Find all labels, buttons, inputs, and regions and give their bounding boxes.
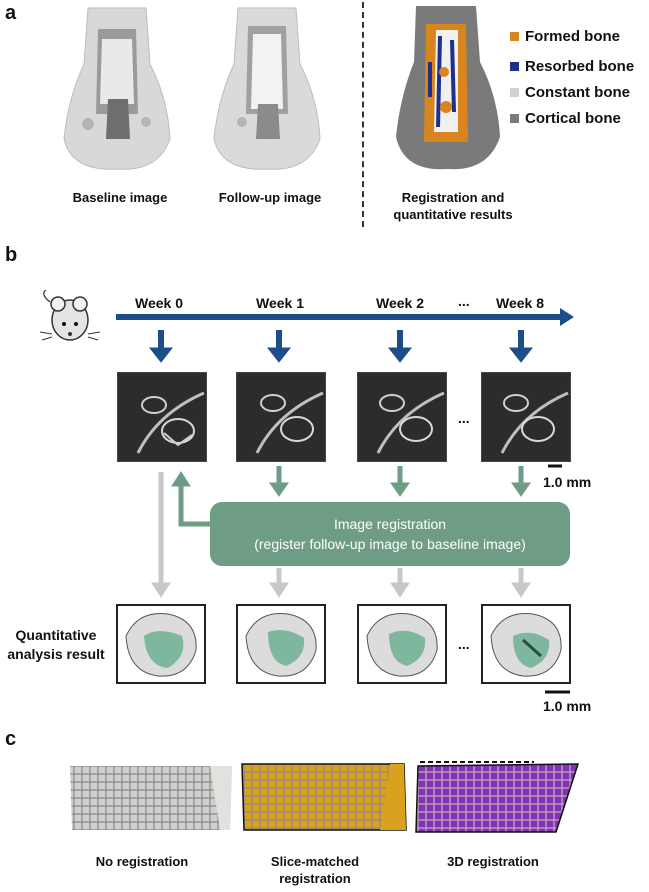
3d-registration-caption: 3D registration	[447, 854, 539, 869]
slice-matched-caption-line1: Slice-matched	[270, 854, 360, 869]
week-8-label: Week 8	[496, 295, 544, 311]
week-2-label: Week 2	[376, 295, 424, 311]
cortical-bone-swatch	[510, 114, 519, 123]
panel-c-letter: c	[5, 728, 17, 750]
legend-label: Resorbed bone	[525, 58, 635, 75]
analysis-result-week-2	[357, 604, 447, 684]
quantitative-label-line2: analysis result	[7, 646, 105, 662]
followup-bone-image	[208, 4, 326, 174]
ct-slice-week-8	[481, 372, 571, 462]
week-1-label: Week 1	[256, 295, 304, 311]
legend-formed-bone: Formed bone	[510, 28, 620, 45]
panel-b-letter: b	[5, 244, 18, 266]
resorbed-bone-swatch	[510, 62, 519, 71]
ct-ellipsis: ...	[458, 410, 470, 426]
legend-constant-bone: Constant bone	[510, 84, 630, 101]
registration-subtitle: (register follow-up image to baseline im…	[254, 536, 526, 552]
quantitative-label-line1: Quantitative	[15, 627, 97, 643]
quantitative-analysis-label: Quantitative analysis result	[6, 626, 106, 664]
slice-matched-image	[240, 760, 410, 834]
no-registration-image	[70, 762, 232, 834]
panel-a-divider	[362, 2, 364, 227]
legend-resorbed-bone: Resorbed bone	[510, 58, 634, 75]
formed-bone-swatch	[510, 32, 519, 41]
baseline-bone-image	[58, 4, 176, 174]
image-registration-box: Image registration (register follow-up i…	[210, 502, 570, 566]
registration-caption: Registration and quantitative results	[378, 189, 528, 223]
scale-bar-label-2: 1.0 mm	[543, 698, 592, 714]
followup-caption: Follow-up image	[218, 190, 322, 205]
week-0-label: Week 0	[135, 295, 183, 311]
constant-bone-swatch	[510, 88, 519, 97]
slice-matched-caption: Slice-matched registration	[250, 853, 380, 887]
legend-label: Cortical bone	[525, 110, 621, 127]
timeline-ellipsis: ...	[458, 293, 470, 309]
ct-slice-week-2	[357, 372, 447, 462]
3d-registration-image	[414, 760, 584, 836]
no-registration-caption: No registration	[95, 854, 189, 869]
ct-slice-week-1	[236, 372, 326, 462]
analysis-result-week-0	[116, 604, 206, 684]
baseline-caption: Baseline image	[72, 190, 168, 205]
legend-label: Constant bone	[525, 84, 630, 101]
registration-title: Image registration	[333, 516, 447, 532]
registration-caption-line1: Registration and	[401, 190, 505, 205]
legend-label: Formed bone	[525, 28, 621, 45]
result-ellipsis: ...	[458, 636, 470, 652]
analysis-result-week-1	[236, 604, 326, 684]
scale-bar-label-1: 1.0 mm	[543, 474, 592, 490]
registration-result-image	[392, 2, 502, 174]
slice-matched-caption-line2: registration	[279, 871, 351, 886]
analysis-result-week-8	[481, 604, 571, 684]
panel-a-letter: a	[5, 2, 17, 24]
mouse-icon	[36, 290, 102, 348]
registration-caption-line2: quantitative results	[393, 207, 513, 222]
ct-slice-week-0	[117, 372, 207, 462]
legend-cortical-bone: Cortical bone	[510, 110, 621, 127]
